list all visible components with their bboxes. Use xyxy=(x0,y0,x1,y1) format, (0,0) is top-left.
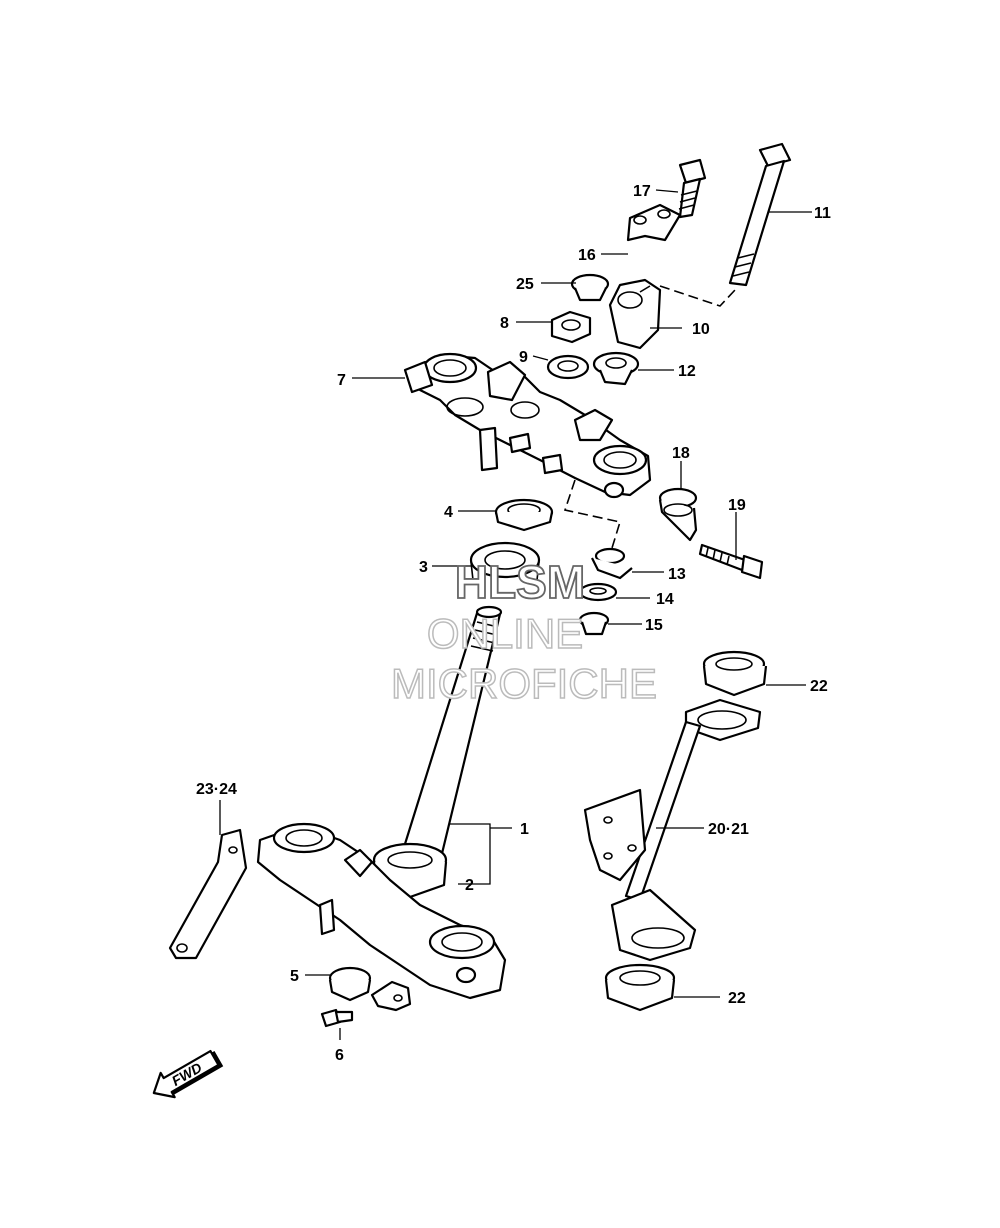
watermark-line-3: MICROFICHE xyxy=(391,660,657,707)
part-15-nut xyxy=(578,611,610,636)
mounting-plate xyxy=(370,980,412,1012)
label-4: 4 xyxy=(444,504,453,521)
part-8-nut xyxy=(550,310,592,344)
label-17: 17 xyxy=(633,183,651,200)
part-20-21-bracket xyxy=(583,698,762,962)
watermark: HLSM ONLINE MICROFICHE xyxy=(390,555,658,708)
label-22-lower: 22 xyxy=(728,990,746,1007)
label-25: 25 xyxy=(516,276,534,293)
label-18: 18 xyxy=(672,445,690,462)
label-1: 1 xyxy=(520,821,529,838)
watermark-line-1: HLSM xyxy=(455,556,585,608)
part-22-upper-grommet xyxy=(702,650,768,697)
callout-labels: 17 11 16 25 8 10 9 12 7 18 19 4 13 3 14 … xyxy=(196,183,831,1064)
label-12: 12 xyxy=(678,363,696,380)
label-7: 7 xyxy=(337,372,346,389)
lower-bracket xyxy=(256,822,507,1000)
part-17-bolt xyxy=(678,158,707,219)
label-20-21: 20·21 xyxy=(708,821,749,838)
label-22-upper: 22 xyxy=(810,678,828,695)
label-8: 8 xyxy=(500,315,509,332)
part-7-upper-bracket xyxy=(403,352,652,499)
label-10: 10 xyxy=(692,321,710,338)
label-11: 11 xyxy=(814,205,831,222)
part-18-clamp xyxy=(658,487,698,542)
fwd-direction-arrow: FWD xyxy=(152,1049,224,1099)
label-19: 19 xyxy=(728,497,746,514)
watermark-line-2: ONLINE xyxy=(427,610,583,657)
part-9-washer xyxy=(546,354,590,380)
label-2: 2 xyxy=(465,877,474,894)
part-23-24-bracket-arm xyxy=(168,828,248,960)
part-1-steering-stem xyxy=(398,605,503,872)
part-25-cap xyxy=(570,273,610,302)
label-23-24: 23·24 xyxy=(196,781,237,798)
part-3-bearing xyxy=(469,541,541,581)
label-5: 5 xyxy=(290,968,299,985)
part-13-spacer xyxy=(591,547,633,580)
part-12-damper xyxy=(592,351,640,386)
part-6-screw xyxy=(320,1008,354,1028)
label-14: 14 xyxy=(656,591,674,608)
label-9: 9 xyxy=(519,349,528,366)
label-15: 15 xyxy=(645,617,663,634)
part-4-lock-nut xyxy=(494,498,554,532)
part-14-washer xyxy=(578,582,618,602)
part-10-handlebar-holder xyxy=(608,278,662,350)
leader-lines xyxy=(219,189,812,1040)
part-5-grommet xyxy=(328,966,372,1002)
label-6: 6 xyxy=(335,1047,344,1064)
part-22-lower-grommet xyxy=(604,963,676,1012)
alignment-line-10-11 xyxy=(659,285,736,307)
label-16: 16 xyxy=(578,247,596,264)
label-13: 13 xyxy=(668,566,686,583)
part-11-long-bolt xyxy=(728,142,792,287)
part-16-handlebar-clamp xyxy=(626,203,682,242)
part-19-bolt xyxy=(698,543,764,580)
label-3: 3 xyxy=(419,559,428,576)
alignment-line-7-13 xyxy=(563,479,622,549)
